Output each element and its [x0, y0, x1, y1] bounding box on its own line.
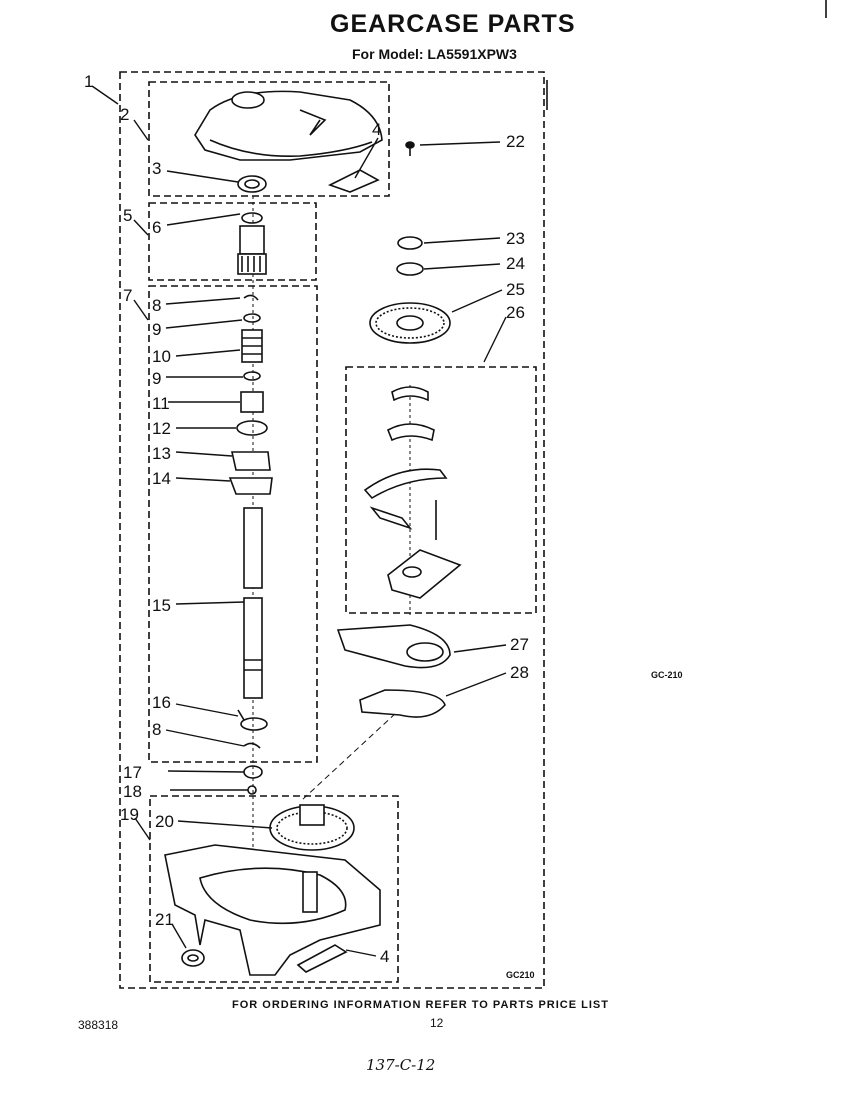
callout-17: 17 — [123, 763, 142, 782]
document-number: 388318 — [78, 1018, 119, 1032]
page-title: GEARCASE PARTS — [330, 10, 576, 38]
callout-27: 27 — [510, 635, 529, 654]
callout-14: 14 — [152, 469, 171, 488]
callout-3: 3 — [152, 159, 162, 178]
callout-7: 7 — [123, 286, 133, 305]
callout-20: 20 — [155, 812, 174, 831]
callout-6: 6 — [152, 218, 162, 237]
callout-9-lower: 9 — [152, 369, 162, 388]
pinion-group-box — [148, 202, 317, 281]
callout-9: 9 — [152, 320, 162, 339]
callout-1: 1 — [84, 72, 94, 91]
page-number: 12 — [430, 1016, 444, 1030]
gearcase-group-box — [149, 795, 399, 983]
agitator-shaft-group-box — [148, 285, 318, 763]
handwritten-note: 137-C-12 — [366, 1056, 436, 1074]
callout-26: 26 — [506, 303, 525, 322]
callout-25: 25 — [506, 280, 525, 299]
ordering-footer: FOR ORDERING INFORMATION REFER TO PARTS … — [232, 999, 609, 1011]
cover-group-box — [148, 81, 390, 197]
model-subtitle: For Model: LA5591XPW3 — [352, 46, 517, 62]
callout-23: 23 — [506, 229, 525, 248]
callout-4-lower: 4 — [380, 947, 390, 966]
callout-5: 5 — [123, 206, 133, 225]
gc-code-side: GC-210 — [651, 670, 683, 680]
callout-24: 24 — [506, 254, 525, 273]
callout-22: 22 — [506, 132, 525, 151]
callout-4: 4 — [372, 120, 382, 139]
gc-code-box: GC210 — [506, 970, 535, 980]
shift-fork-group-box — [345, 366, 537, 614]
callout-8-lower: 8 — [152, 720, 162, 739]
gearcase-assembly-border — [119, 71, 545, 989]
callout-21: 21 — [155, 910, 174, 929]
callout-12: 12 — [152, 419, 171, 438]
callout-13: 13 — [152, 444, 171, 463]
callout-16: 16 — [152, 693, 171, 712]
callout-2: 2 — [120, 105, 130, 124]
callout-10: 10 — [152, 347, 171, 366]
callout-11: 11 — [152, 394, 170, 413]
callout-8: 8 — [152, 296, 162, 315]
callout-28: 28 — [510, 663, 529, 682]
callout-19: 19 — [120, 805, 139, 824]
callout-15: 15 — [152, 596, 171, 615]
callout-18: 18 — [123, 782, 142, 801]
